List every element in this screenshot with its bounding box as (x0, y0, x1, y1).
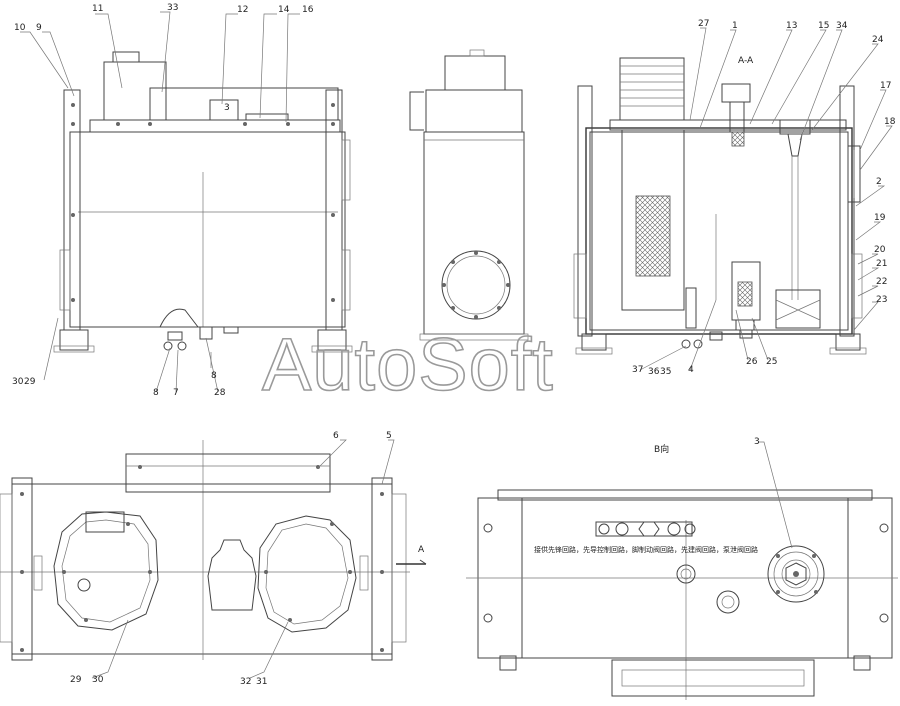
callout-2: 2 (876, 177, 882, 187)
callout-15: 15 (818, 21, 829, 31)
watermark: AutoSoft (262, 323, 554, 406)
callout-14: 14 (278, 5, 290, 15)
view-b-title: B向 (654, 443, 669, 455)
section-a-a-view (573, 27, 893, 371)
callout-21: 21 (876, 259, 887, 269)
callout-12: 12 (237, 5, 248, 15)
callout-37: 37 (632, 365, 643, 375)
callout-11: 11 (92, 4, 103, 14)
callout-36: 36 (648, 367, 660, 377)
callout-22: 22 (876, 277, 887, 287)
front-view (20, 11, 353, 393)
callout-30-front: 30 (12, 377, 24, 387)
callout-29-front: 29 (24, 377, 36, 387)
callout-29-top: 29 (70, 675, 82, 685)
callout-25: 25 (766, 357, 777, 367)
callout-8: 8 (153, 388, 159, 398)
callout-35: 35 (660, 367, 671, 377)
callout-3-front: 3 (224, 103, 230, 113)
top-view (0, 439, 427, 679)
section-title-a-a: A-A (738, 56, 754, 66)
callout-23: 23 (876, 295, 887, 305)
callout-27: 27 (698, 19, 709, 29)
callout-26: 26 (746, 357, 758, 367)
view-b (466, 441, 898, 700)
callout-7: 7 (173, 388, 179, 398)
callout-4: 4 (688, 365, 694, 375)
callout-17: 17 (880, 81, 891, 91)
callout-3-view-b: 3 (754, 437, 760, 447)
callout-32: 32 (240, 677, 251, 687)
callout-28: 28 (214, 388, 226, 398)
valve-port-legend: 接供先锋回路，先导控制回路，脚制动阀回路，先建阀回路，泵泄阀回路 (534, 545, 758, 554)
callout-1: 1 (732, 21, 738, 31)
callout-31: 31 (256, 677, 267, 687)
callout-6: 6 (333, 431, 339, 441)
callout-10: 10 (14, 23, 26, 33)
callout-33: 33 (167, 3, 178, 13)
callout-16: 16 (302, 5, 314, 15)
callout-30-top: 30 (92, 675, 104, 685)
callout-13: 13 (786, 21, 797, 31)
callout-5: 5 (386, 431, 392, 441)
callout-8b: 8 (211, 371, 217, 381)
callout-24: 24 (872, 35, 884, 45)
callout-18: 18 (884, 117, 896, 127)
callout-19: 19 (874, 213, 886, 223)
callout-9: 9 (36, 23, 42, 33)
callout-34: 34 (836, 21, 848, 31)
section-arrow-a: A (418, 545, 425, 555)
side-view (409, 49, 529, 341)
callout-20: 20 (874, 245, 886, 255)
